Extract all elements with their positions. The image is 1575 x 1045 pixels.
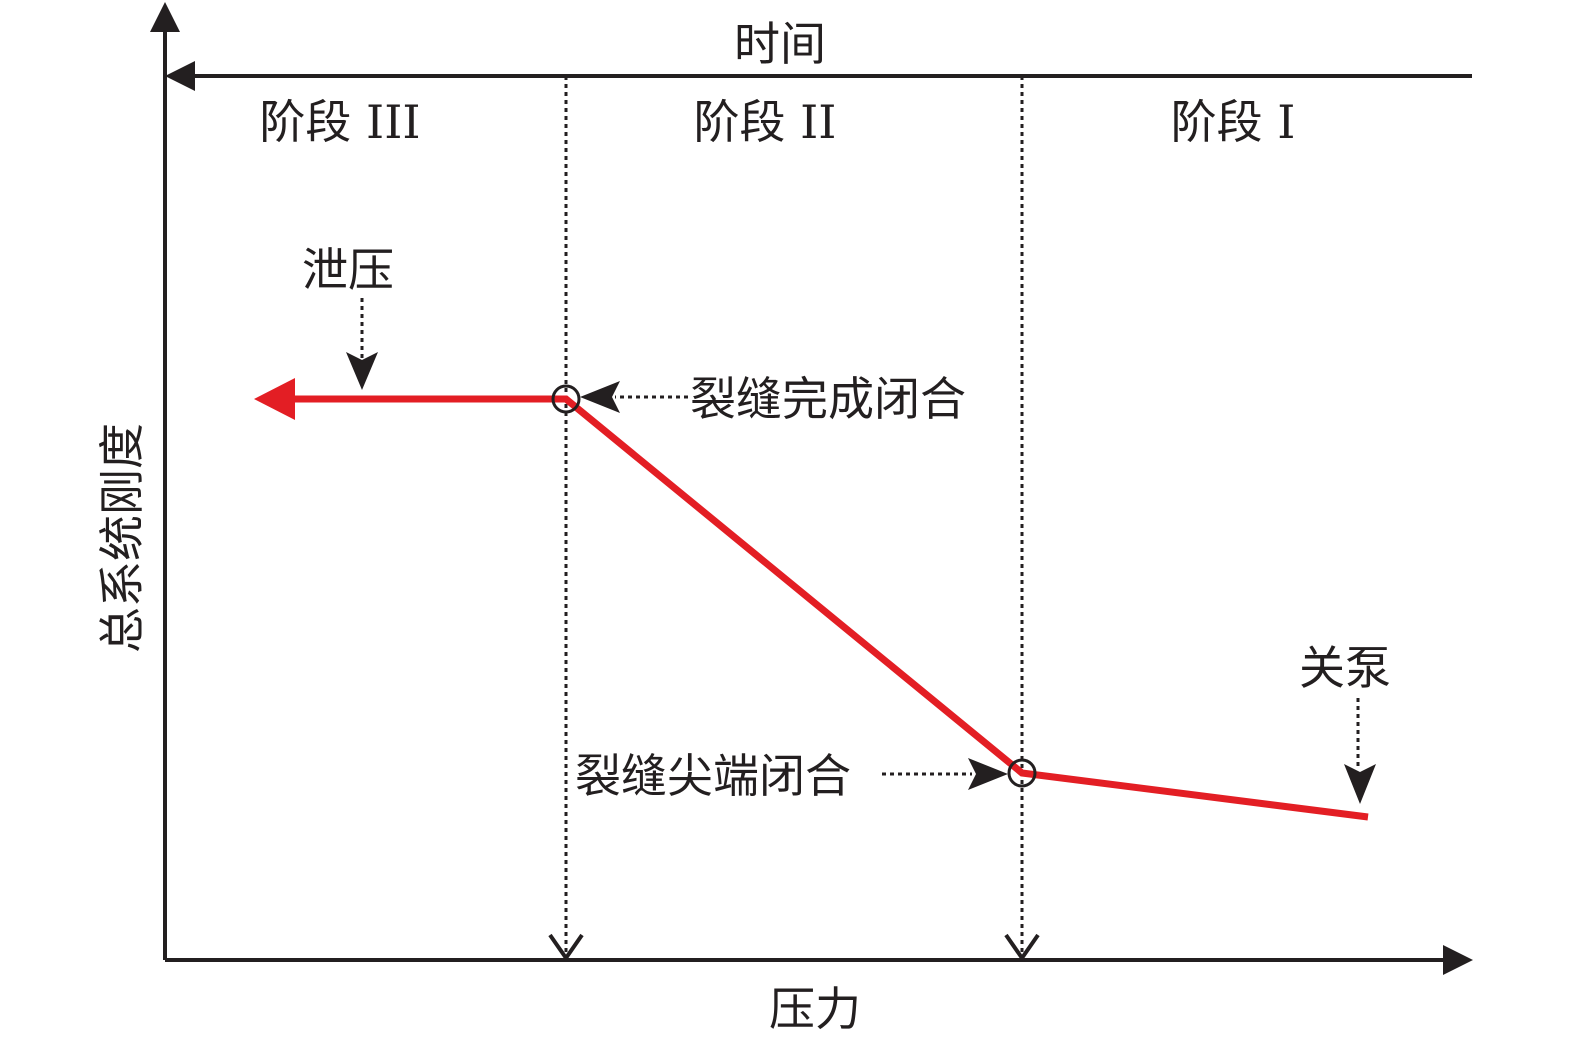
crack-closed-point (551, 384, 581, 414)
x-axis-label: 压力 (769, 982, 861, 1036)
stage-3-label: 阶段 III (259, 95, 420, 149)
stage-1-label: 阶段 I (1171, 95, 1296, 149)
crack-tip-closed-point (1007, 758, 1037, 788)
stage-2-label: 阶段 II (694, 95, 837, 149)
divider-2-arrow-icon (1004, 933, 1040, 962)
divider-1-arrow-icon (548, 933, 584, 962)
y-axis-arrow-icon (150, 2, 180, 32)
time-axis-arrow-icon (165, 61, 195, 91)
time-axis-label: 时间 (734, 17, 826, 71)
pump-shutdown-label: 关泵 (1299, 641, 1391, 695)
curve-arrow-icon (254, 378, 295, 420)
y-axis-label: 总系统刚度 (95, 423, 149, 653)
stiffness-curve (290, 395, 1369, 821)
crack-tip-closed-label: 裂缝尖端闭合 (575, 749, 851, 803)
crack-closed-arrow-icon (580, 381, 620, 413)
crack-fully-closed-label: 裂缝完成闭合 (690, 372, 966, 426)
pressure-release-arrow-icon (346, 352, 378, 390)
crack-tip-arrow-icon (968, 758, 1008, 790)
pressure-release-label: 泄压 (302, 243, 394, 297)
pump-shutdown-arrow-icon (1344, 764, 1376, 804)
x-axis-arrow-icon (1443, 945, 1473, 975)
